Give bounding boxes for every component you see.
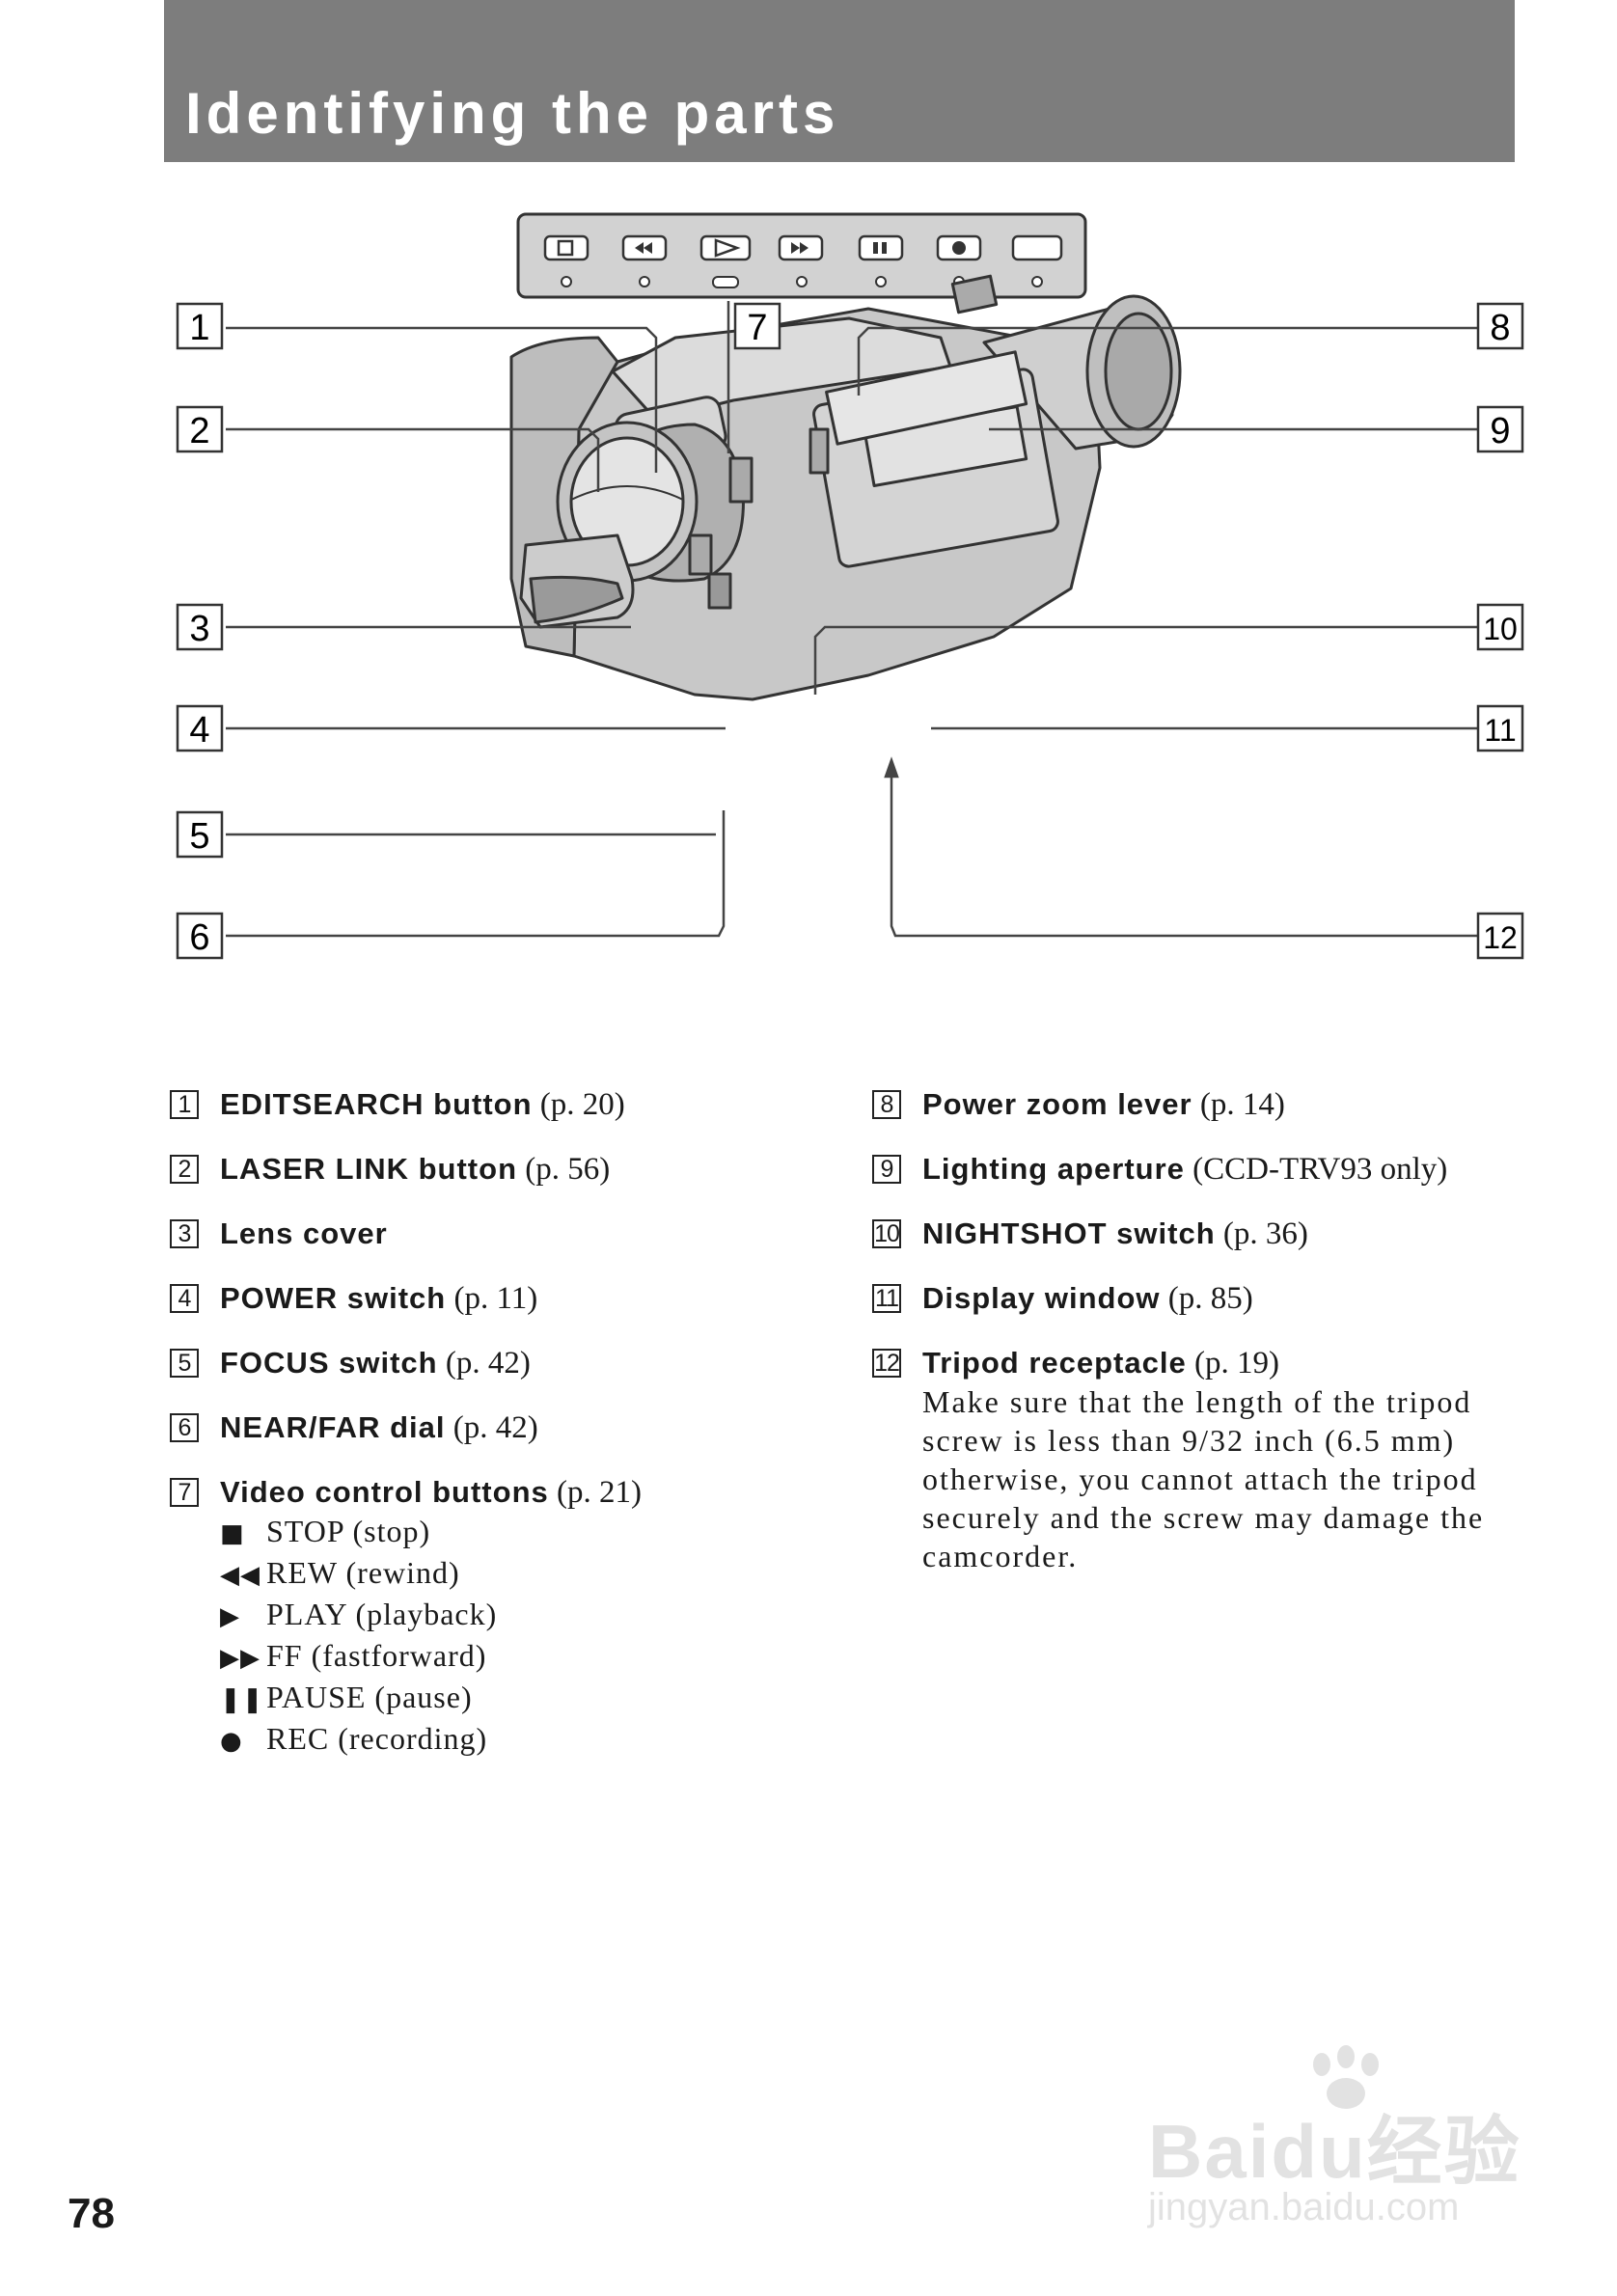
sub-item-play: ▶PLAY (playback): [220, 1595, 839, 1636]
blank-button-icon: [1011, 234, 1063, 287]
sub-item-record: ●REC (recording): [220, 1719, 839, 1761]
page-ref: (p. 42): [445, 1346, 531, 1380]
item-term: Display window: [922, 1281, 1161, 1315]
part-item-9: 9 Lighting aperture (CCD-TRV93 only): [866, 1150, 1542, 1189]
watermark: Baidu经验 jingyan.baidu.com: [1148, 2045, 1553, 2238]
page-ref: (p. 56): [525, 1152, 611, 1187]
part-item-10: 10 NIGHTSHOT switch (p. 36): [866, 1215, 1542, 1253]
item-term: LASER LINK button: [220, 1152, 518, 1186]
paw-logo-icon: [1313, 2045, 1379, 2109]
callout-5: 5: [189, 816, 209, 857]
page-ref: (p. 85): [1167, 1281, 1253, 1316]
callout-lines: [226, 301, 1478, 938]
parts-list-left: 1 EDITSEARCH button (p. 20) 2 LASER LINK…: [164, 1085, 839, 1787]
item-term: POWER switch: [220, 1281, 447, 1315]
stop-button-icon: [543, 234, 589, 287]
record-icon: ●: [220, 1727, 243, 1756]
page-ref: (p. 19): [1193, 1346, 1279, 1380]
callout-10: 10: [1483, 612, 1518, 646]
item-term: NIGHTSHOT switch: [922, 1216, 1216, 1250]
tripod-note: Make sure that the length of the tripod …: [922, 1384, 1485, 1573]
item-term: FOCUS switch: [220, 1346, 438, 1380]
page-ref: (p. 20): [539, 1087, 625, 1122]
callout-6: 6: [189, 917, 209, 958]
callout-3: 3: [189, 609, 209, 649]
parts-list-right: 8 Power zoom lever (p. 14) 9 Lighting ap…: [866, 1085, 1542, 1601]
fastforward-icon: ▶▶: [220, 1644, 260, 1673]
camcorder-illustration: [509, 274, 1182, 701]
page-ref: (p. 21): [557, 1475, 642, 1510]
item-number: 6: [170, 1413, 199, 1442]
page-ref: (p. 42): [452, 1410, 538, 1445]
item-term: Lens cover: [220, 1216, 388, 1250]
callout-boxes: 1 2 3 4 5 6 7 8 9 10 11 12: [176, 302, 1524, 960]
callout-2: 2: [189, 411, 209, 451]
item-term: Tripod receptacle: [922, 1346, 1187, 1380]
callout-4: 4: [189, 710, 209, 751]
sub-item-fastforward: ▶▶FF (fastforward): [220, 1636, 839, 1678]
play-button-icon: [699, 234, 752, 288]
header-bar: Identifying the parts: [164, 0, 1515, 162]
item-number: 12: [872, 1349, 901, 1378]
part-item-4: 4 POWER switch (p. 11): [164, 1279, 839, 1318]
sub-item-rewind: ◀◀REW (rewind): [220, 1553, 839, 1595]
callout-1: 1: [189, 308, 209, 348]
item-number: 5: [170, 1349, 199, 1378]
sub-item-pause: ❚❚PAUSE (pause): [220, 1678, 839, 1719]
item-number: 8: [872, 1090, 901, 1119]
item-term: EDITSEARCH button: [220, 1087, 533, 1121]
rewind-button-icon: [621, 234, 668, 287]
page-title: Identifying the parts: [185, 81, 840, 146]
item-term: Power zoom lever: [922, 1087, 1192, 1121]
pause-button-icon: [858, 234, 904, 287]
callout-8: 8: [1490, 308, 1510, 348]
page-ref: (p. 36): [1222, 1216, 1308, 1251]
item-number: 10: [872, 1219, 901, 1248]
page-ref: (CCD-TRV93 only): [1192, 1152, 1448, 1187]
page-ref: (p. 14): [1199, 1087, 1285, 1122]
callout-7: 7: [747, 308, 767, 348]
rewind-icon: ◀◀: [220, 1561, 260, 1590]
part-item-8: 8 Power zoom lever (p. 14): [866, 1085, 1542, 1124]
callout-11: 11: [1484, 713, 1516, 748]
item-number: 11: [872, 1284, 901, 1313]
part-item-5: 5 FOCUS switch (p. 42): [164, 1344, 839, 1382]
callout-12: 12: [1483, 920, 1518, 955]
item-number: 2: [170, 1155, 199, 1184]
part-item-2: 2 LASER LINK button (p. 56): [164, 1150, 839, 1189]
camcorder-diagram: 1 2 3 4 5 6 7 8 9 10 11 12: [176, 212, 1524, 960]
item-term: Lighting aperture: [922, 1152, 1185, 1186]
item-number: 7: [170, 1478, 199, 1507]
watermark-url: jingyan.baidu.com: [1148, 2186, 1460, 2228]
video-control-panel: [516, 212, 1087, 299]
page-ref: (p. 11): [453, 1281, 538, 1316]
fastforward-button-icon: [778, 234, 824, 287]
pause-icon: ❚❚: [220, 1685, 264, 1714]
item-number: 3: [170, 1219, 199, 1248]
callout-9: 9: [1490, 411, 1510, 451]
item-number: 9: [872, 1155, 901, 1184]
stop-icon: ■: [220, 1519, 245, 1548]
sub-item-stop: ■STOP (stop): [220, 1512, 839, 1553]
part-item-3: 3 Lens cover: [164, 1215, 839, 1253]
watermark-brand: Baidu经验: [1148, 2109, 1521, 2194]
part-item-7: 7 Video control buttons (p. 21) ■STOP (s…: [164, 1473, 839, 1761]
part-item-6: 6 NEAR/FAR dial (p. 42): [164, 1408, 839, 1447]
play-icon: ▶: [220, 1602, 240, 1631]
part-item-11: 11 Display window (p. 85): [866, 1279, 1542, 1318]
item-term: NEAR/FAR dial: [220, 1410, 446, 1444]
part-item-12: 12 Tripod receptacle (p. 19) Make sure t…: [866, 1344, 1542, 1575]
item-number: 1: [170, 1090, 199, 1119]
item-number: 4: [170, 1284, 199, 1313]
page-number: 78: [68, 2190, 115, 2237]
item-term: Video control buttons: [220, 1475, 549, 1509]
part-item-1: 1 EDITSEARCH button (p. 20): [164, 1085, 839, 1124]
